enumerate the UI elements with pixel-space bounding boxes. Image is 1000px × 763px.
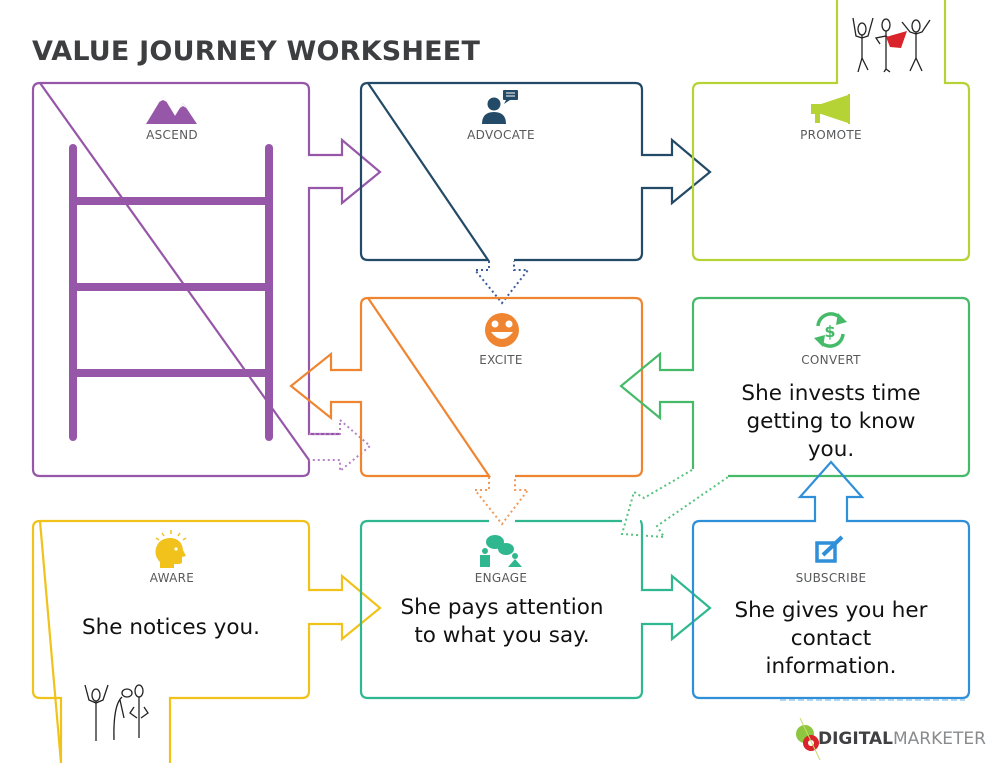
stage-text-line: She gives you her bbox=[734, 598, 928, 623]
convert-box bbox=[619, 296, 971, 478]
stage-label-ascend: ASCEND bbox=[146, 128, 198, 142]
stage-text-line: She invests time bbox=[741, 381, 921, 406]
smiley-icon bbox=[485, 313, 519, 347]
stage-text-line: contact bbox=[790, 626, 872, 651]
logo-text-light: MARKETER bbox=[892, 729, 986, 749]
stick-figures-celebrating-illustration bbox=[852, 17, 931, 73]
stage-text-line: information. bbox=[765, 654, 897, 679]
mountains-icon bbox=[146, 96, 197, 124]
stage-label-aware: AWARE bbox=[149, 571, 195, 585]
edit-form-icon bbox=[815, 535, 844, 563]
stage-text-subscribe: She gives you her contact information. bbox=[700, 597, 962, 681]
stage-text-convert: She invests time getting to know you. bbox=[700, 380, 962, 464]
stage-text-line: to what you say. bbox=[414, 623, 590, 648]
excite-to-engage-dotted-arrow bbox=[472, 477, 531, 526]
engage-box bbox=[359, 519, 712, 700]
megaphone-icon bbox=[811, 94, 850, 124]
promote-box bbox=[691, 0, 971, 262]
page-title: VALUE JOURNEY WORKSHEET bbox=[32, 36, 481, 67]
stage-text-engage: She pays attention to what you say. bbox=[368, 594, 636, 650]
dollar-cycle-icon: $ bbox=[814, 312, 847, 348]
red-cape-illustration bbox=[886, 31, 907, 48]
advocate-box bbox=[359, 81, 712, 262]
subscribe-box bbox=[691, 460, 971, 700]
aware-box bbox=[31, 519, 382, 763]
excite-box bbox=[289, 296, 644, 478]
convert-to-engage-dotted-arrow bbox=[620, 469, 729, 539]
stage-label-convert: CONVERT bbox=[801, 353, 861, 367]
ladder-graphic bbox=[69, 144, 273, 441]
stage-text-line: getting to know bbox=[746, 409, 916, 434]
stage-label-excite: EXCITE bbox=[479, 353, 523, 367]
stage-text-line: you. bbox=[807, 437, 855, 462]
stick-figures-tired-illustration bbox=[84, 684, 149, 741]
logo-text-bold: DIGITAL bbox=[818, 729, 893, 749]
stage-label-promote: PROMOTE bbox=[800, 128, 862, 142]
advocate-to-excite-dotted-arrow bbox=[472, 261, 531, 305]
stage-label-advocate: ADVOCATE bbox=[467, 128, 535, 142]
ascend-to-excite-dotted-arrow bbox=[309, 417, 372, 474]
stage-text-line: She notices you. bbox=[82, 615, 260, 640]
digitalmarketer-logo-gears bbox=[796, 717, 821, 761]
ascend-box bbox=[31, 81, 382, 478]
lightbulb-head-icon bbox=[155, 530, 187, 568]
svg-text:$: $ bbox=[824, 322, 835, 341]
person-speech-icon bbox=[482, 90, 518, 124]
stage-text-aware: She notices you. bbox=[40, 614, 302, 642]
stage-label-engage: ENGAGE bbox=[474, 571, 528, 585]
stage-label-subscribe: SUBSCRIBE bbox=[795, 571, 867, 585]
conversation-icon bbox=[480, 535, 522, 567]
stage-text-line: She pays attention bbox=[400, 595, 604, 620]
